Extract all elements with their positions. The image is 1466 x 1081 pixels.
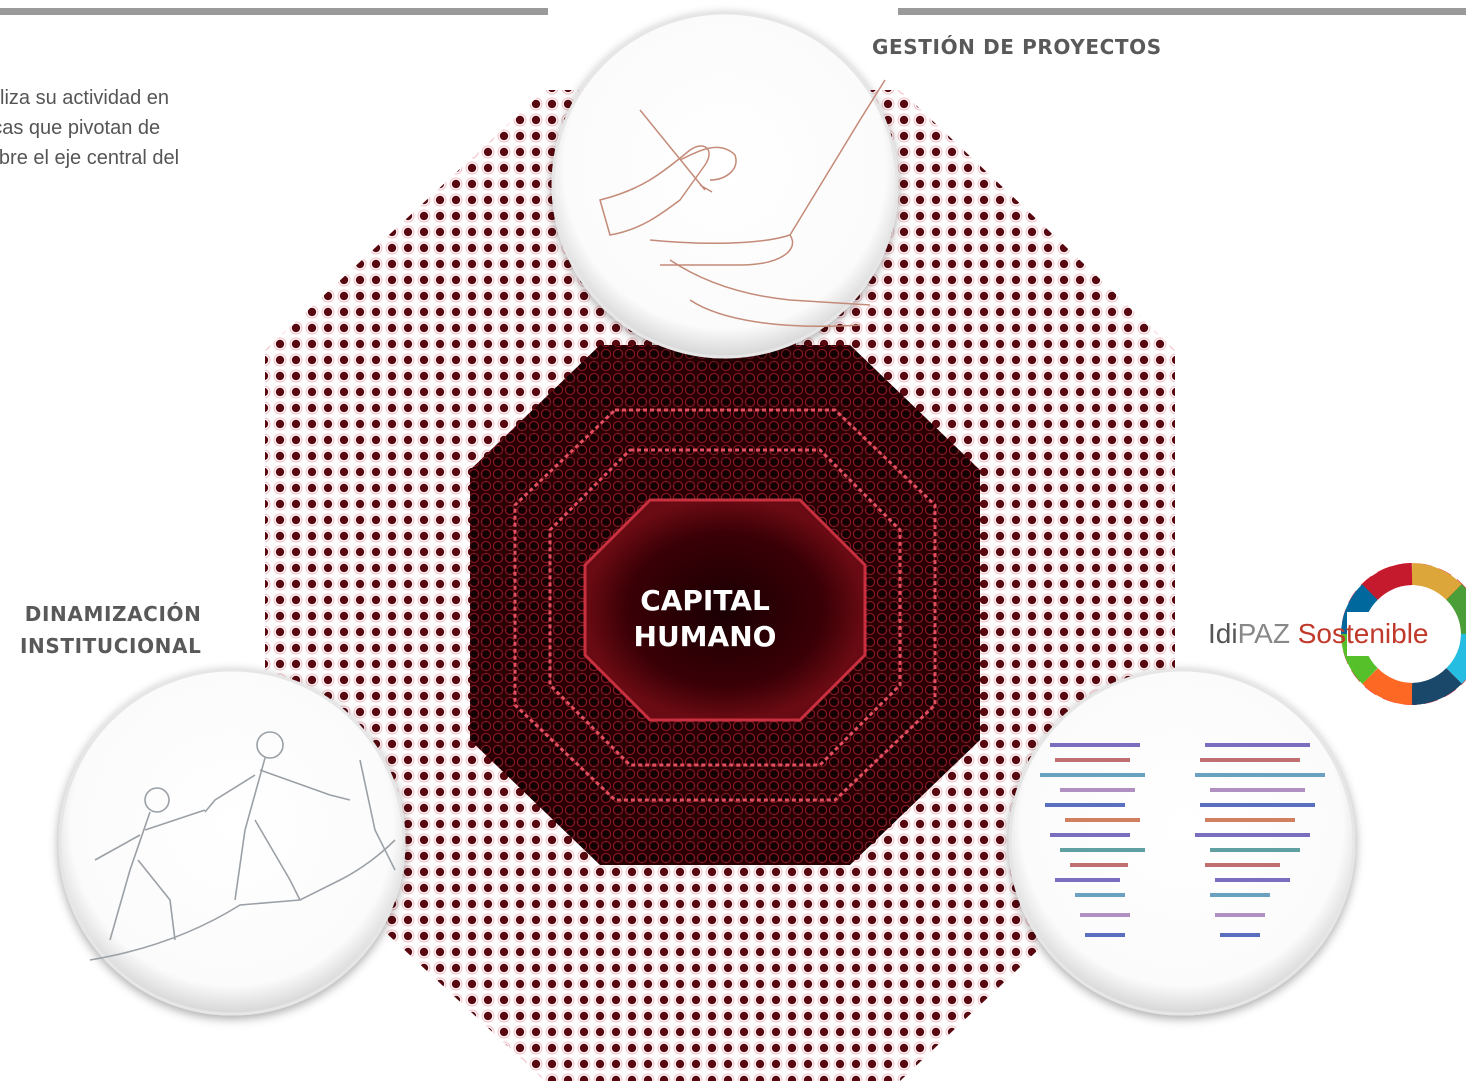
inner-ring-3 <box>548 448 902 767</box>
center-label-line2: HUMANO <box>633 620 777 653</box>
center-label: CAPITAL HUMANO <box>590 583 820 655</box>
logo-idi: Idi <box>1208 618 1238 649</box>
dinamizacion-title-line1: DINAMIZACIÓN <box>24 602 202 626</box>
logo-paz: PAZ <box>1237 618 1290 649</box>
team-climbing-icon <box>89 731 396 961</box>
idipaz-sostenible-logo: IdiPAZ Sostenible <box>1208 580 1466 690</box>
dinamizacion-circle <box>58 668 406 1016</box>
intro-paragraph: AZ realiza su actividad en s básicas que… <box>0 87 180 169</box>
dinamizacion-title-line2: INSTITUCIONAL <box>20 634 202 658</box>
gestion-circle <box>551 11 899 359</box>
logo-wordmark: IdiPAZ Sostenible <box>1208 618 1429 650</box>
inner-ring-2 <box>513 408 937 802</box>
sdg-wheel-icon <box>1341 563 1466 705</box>
core-octagon <box>583 498 867 722</box>
gestion-title: GESTIÓN DE PROYECTOS <box>872 35 1162 59</box>
two-faces-text-icon <box>1040 743 1325 937</box>
sostenible-circle <box>1008 668 1356 1016</box>
handshake-signing-icon <box>599 79 886 327</box>
top-rule-gap <box>548 6 898 17</box>
center-label-line1: CAPITAL <box>640 584 770 617</box>
dinamizacion-title: DINAMIZACIÓN INSTITUCIONAL <box>20 598 201 662</box>
logo-sostenible: Sostenible <box>1289 618 1429 649</box>
